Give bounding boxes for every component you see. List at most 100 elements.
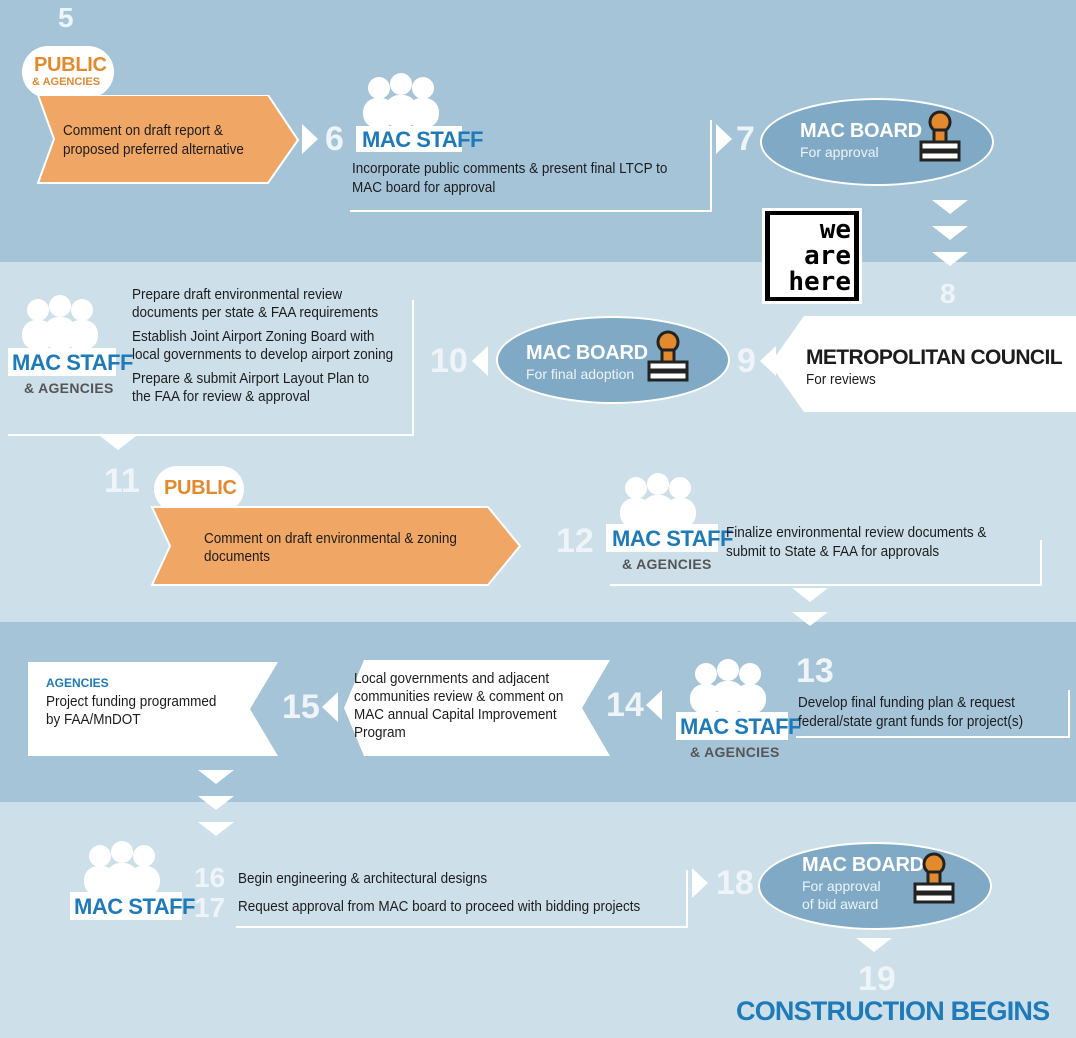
step-5-title: PUBLIC	[34, 54, 107, 76]
mac-staff-people-icon-14	[690, 659, 766, 714]
step-5-number: 5	[58, 2, 74, 33]
chevron-down-19	[856, 938, 892, 952]
step-19-number: 19	[858, 960, 896, 998]
step-10-actor: MAC BOARD	[526, 342, 648, 364]
step-8-number: 8	[940, 278, 956, 309]
step-10-sub: For final adoption	[526, 366, 635, 382]
step-11-text-line1: Comment on draft environmental & zoning	[204, 530, 457, 547]
chevrons-down-13	[792, 588, 828, 626]
chevron-down-11	[100, 436, 136, 450]
step-9-sub: For reviews	[806, 371, 876, 388]
step-10-staff-sub: & AGENCIES	[24, 380, 114, 396]
step-6-number: 6	[325, 120, 344, 158]
construction-begins: CONSTRUCTION BEGINS	[736, 996, 1050, 1026]
arrow-to-14	[646, 690, 662, 720]
step-10-text-a2: documents per state & FAA requirements	[132, 304, 379, 321]
step-14-tag-box	[344, 660, 610, 756]
arrow-to-9	[760, 346, 776, 376]
step-18-actor: MAC BOARD	[802, 854, 924, 876]
chevrons-down-8	[932, 200, 968, 266]
step-10-mac-board: MAC BOARD For final adoption	[496, 316, 730, 404]
step-10-text-c2: the FAA for review & approval	[132, 388, 310, 405]
step-15-tag-box	[28, 662, 278, 756]
step-14-actor: MAC STAFF	[680, 714, 801, 739]
mac-staff-label-10-bg	[8, 348, 116, 376]
step-7-actor: MAC BOARD	[800, 120, 922, 142]
step-18-sub-line2: of bid award	[802, 896, 879, 912]
step-16-number: 16	[194, 862, 226, 893]
step-14-number: 14	[606, 686, 644, 724]
step-16-text: Begin engineering & architectural design…	[238, 870, 488, 887]
mac-staff-people-icon-6	[363, 73, 439, 128]
step-15-text-line1: Project funding programmed	[46, 693, 217, 710]
mac-staff-people-icon-12	[620, 473, 696, 528]
step-7-number: 7	[736, 120, 755, 158]
step-11-title: PUBLIC	[164, 477, 237, 499]
public-bubble-11	[154, 466, 244, 512]
public-agencies-bubble	[22, 46, 114, 98]
mac-staff-people-icon-10	[22, 295, 98, 350]
step-5-text-line1: Comment on draft report &	[63, 122, 223, 139]
stamp-icon-7	[919, 110, 961, 162]
step-14-text-line1: Local governments and adjacent	[354, 670, 550, 687]
step-5-text-line2: proposed preferred alternative	[63, 141, 244, 158]
step-16-actor: MAC STAFF	[74, 894, 195, 919]
step-12-actor: MAC STAFF	[612, 526, 733, 551]
stamp-icon-10	[647, 330, 689, 382]
we-are-here-line2: are	[804, 241, 851, 271]
step-10-staff: MAC STAFF	[12, 350, 133, 375]
arrow-to-7	[716, 124, 732, 154]
arrow-to-18	[692, 868, 708, 898]
arrow-to-6	[302, 124, 318, 154]
step-13-text-line2: federal/state grant funds for project(s)	[798, 713, 1024, 730]
step-9-actor: METROPOLITAN COUNCIL	[806, 346, 1063, 369]
step-12-number: 12	[556, 522, 594, 560]
step-15-text-line2: by FAA/MnDOT	[46, 711, 141, 728]
mac-staff-label-12-bg	[606, 524, 718, 552]
step-14-actor-sub: & AGENCIES	[690, 744, 780, 760]
stamp-icon-18	[913, 852, 955, 904]
step-17-number: 17	[194, 892, 226, 923]
step-11-text-line2: documents	[204, 548, 271, 565]
step-14-text-line2: communities review & comment on	[354, 688, 564, 705]
step-14-text-line4: Program	[354, 724, 406, 741]
step-12-text-line1: Finalize environmental review documents …	[726, 524, 987, 541]
step-6-bracket	[350, 120, 712, 212]
we-are-here-line3: here	[788, 267, 851, 297]
step-12-text-line2: submit to State & FAA for approvals	[726, 543, 940, 560]
step-12-bracket	[610, 540, 1042, 586]
step-12-actor-sub: & AGENCIES	[622, 556, 712, 572]
step-13-text-line1: Develop final funding plan & request	[798, 694, 1015, 711]
step-13-bracket	[796, 690, 1070, 738]
step-10-text-b1: Establish Joint Airport Zoning Board wit…	[132, 328, 375, 345]
step-6-text-line2: MAC board for approval	[352, 179, 496, 196]
mac-staff-label-16-bg	[70, 892, 182, 920]
step-18-mac-board: MAC BOARD For approval of bid award	[758, 842, 992, 930]
step-15-number: 15	[282, 688, 320, 726]
step-9-metro-council-box	[770, 316, 1076, 412]
step-10-text-c1: Prepare & submit Airport Layout Plan to	[132, 370, 370, 387]
step-11-arrow-box	[150, 506, 522, 586]
step-17-bracket	[236, 870, 688, 928]
step-11-number: 11	[104, 462, 140, 500]
arrow-to-10	[472, 346, 488, 376]
step-7-sub: For approval	[800, 144, 879, 160]
step-10-bracket	[8, 300, 414, 436]
step-10-number: 10	[430, 342, 468, 380]
step-18-number: 18	[716, 864, 754, 902]
step-10-text-b2: local governments to develop airport zon…	[132, 346, 394, 363]
step-5-arrow-box	[36, 95, 300, 184]
step-18-sub-line1: For approval	[802, 878, 881, 894]
step-13-number: 13	[796, 652, 834, 690]
step-9-number: 9	[737, 342, 756, 380]
we-are-here-line1: we	[819, 215, 851, 245]
we-are-here-badge: we are here	[762, 208, 862, 304]
step-10-text-a1: Prepare draft environmental review	[132, 286, 343, 303]
step-5-subtitle: & AGENCIES	[32, 76, 101, 88]
step-14-text-line3: MAC annual Capital Improvement	[354, 706, 557, 723]
mac-staff-people-icon-16	[84, 841, 160, 896]
mac-staff-label-6-bg	[356, 126, 462, 152]
step-15-label: AGENCIES	[46, 676, 109, 690]
step-6-text-line1: Incorporate public comments & present fi…	[352, 160, 668, 177]
step-6-actor: MAC STAFF	[362, 127, 483, 152]
